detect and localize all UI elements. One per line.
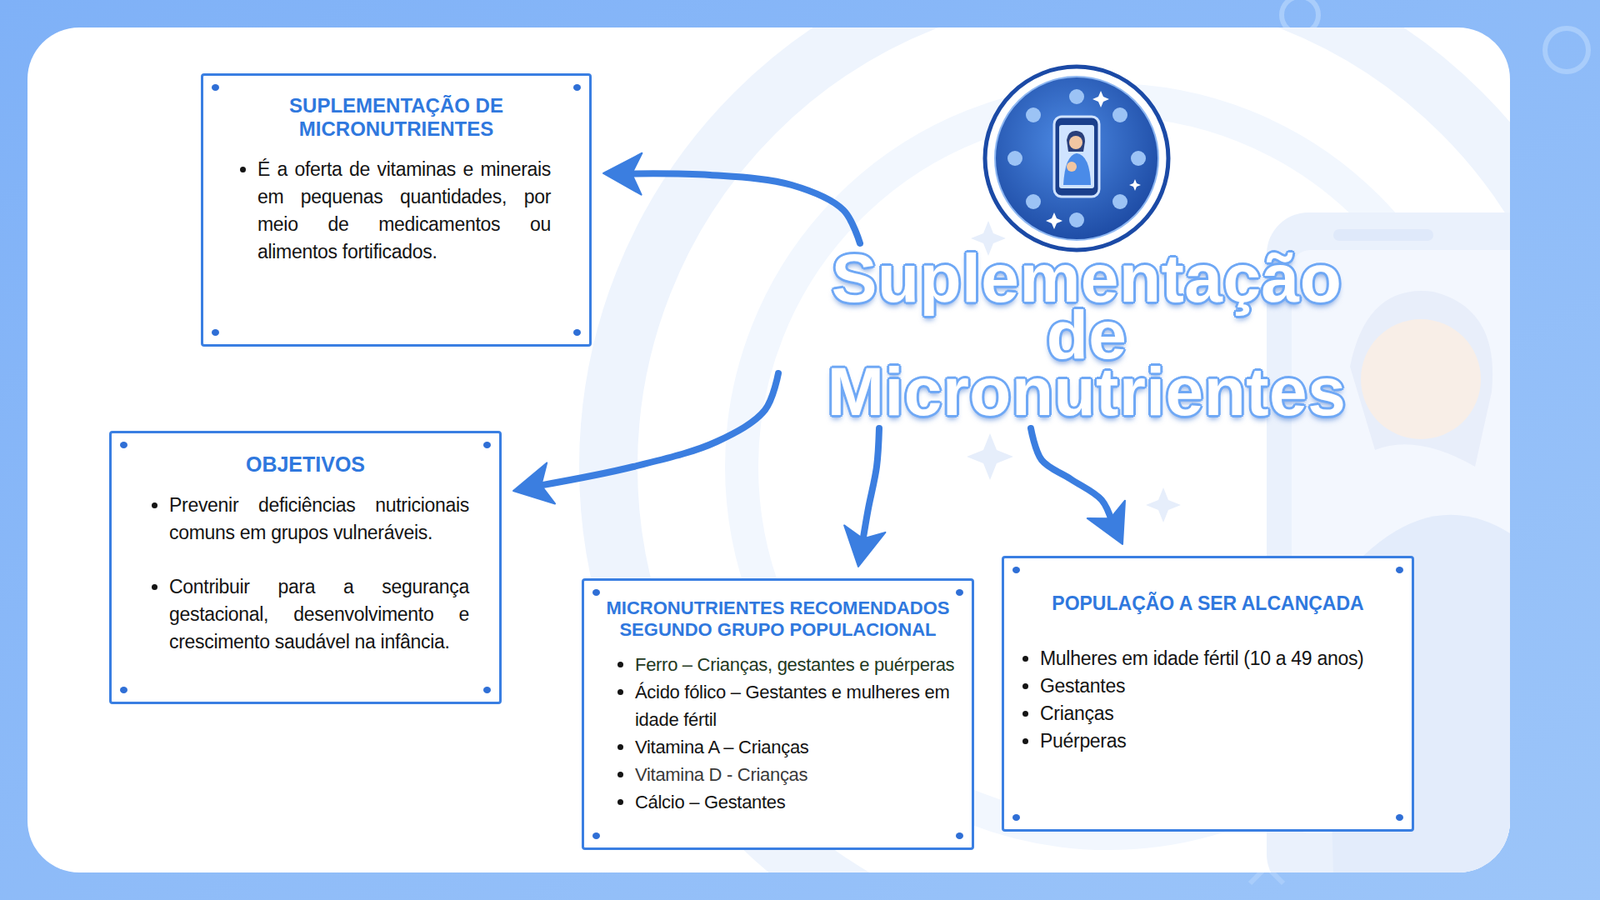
logo-icons [1007,89,1146,228]
bullet-item: Prevenir deficiências nutricionais comun… [169,491,470,547]
arrow-head [603,153,642,195]
corner-dot [573,329,581,336]
corner-dot [483,441,491,449]
central-title: Suplementação de Micronutrientes [820,250,1354,420]
corner-dot [120,441,128,449]
faded-ring [608,27,1510,873]
connector-line [537,373,779,486]
bullet-item: Contribuir para a segurança gestacional,… [169,573,470,656]
logo-icon [1025,194,1041,210]
arrow-connector [603,153,860,244]
bullet-item: Ácido fólico – Gestantes e mulheres em i… [635,678,962,734]
logo-icon [1069,89,1085,105]
logo-icon [1025,107,1041,123]
corner-dot [120,686,128,694]
corner-dot [592,589,600,596]
box-heading: MICRONUTRIENTES RECOMENDADOS SEGUNDO GRU… [584,597,972,641]
corner-dot [483,686,491,694]
logo-body [1063,153,1091,185]
logo-edge [995,76,1159,240]
logo-hair [1066,130,1085,152]
bullet-item: Vitamina D - Crianças [635,760,962,789]
corner-dot [211,84,220,91]
logo-icon [1007,150,1023,166]
corner-dot [1395,566,1404,574]
box-heading: SUPLEMENTAÇÃO DE MICRONUTRIENTES [203,94,590,141]
bullet-item: Gestantes [1040,672,1404,700]
bullet-item: É a oferta de vitaminas e minerais em pe… [257,155,551,266]
logo-phone-screen [1059,125,1095,189]
logo-phone [1054,116,1100,197]
corner-dot [1395,814,1404,821]
bullet-item: Mulheres em idade fértil (10 a 49 anos) [1040,645,1404,673]
logo-star [1045,212,1063,230]
bullet-item: Puérperas [1040,727,1404,755]
logo-icon [1112,194,1128,210]
bullet-item: Vitamina A – Crianças [635,733,962,761]
corner-dot [1012,566,1020,574]
arrow-connector [844,428,885,567]
info-box: SUPLEMENTAÇÃO DE MICRONUTRIENTES É a ofer… [200,73,592,347]
arrow-head [844,525,885,567]
logo-star [1092,90,1110,108]
bullet-item: Crianças [1040,700,1404,728]
logo-stars [1045,90,1141,230]
logo-star [1129,179,1141,191]
faded-illustration [608,27,1510,873]
arrow-head [513,462,555,504]
logo-icon [1130,150,1146,166]
corner-dot [955,832,964,840]
bullet-item: Ferro – Crianças, gestantes e puérperas [635,650,962,679]
arrow-connector [1030,428,1125,545]
faded-star [966,433,1014,480]
connector-line [628,173,860,244]
logo-baby [1066,161,1077,172]
faded-phone-speaker [1333,229,1434,241]
faded-hair [1350,290,1493,467]
faded-face [1360,319,1481,440]
logo-icon [1112,107,1128,123]
info-box: POPULAÇÃO A SER ALCANÇADA Mulheres em ida… [1001,555,1415,832]
frame-icon [1545,28,1589,72]
faded-star [1145,487,1181,523]
corner-dot [211,329,220,336]
logo-ring [985,66,1169,250]
logo [985,66,1169,250]
logo-icon [1069,212,1085,228]
corner-dot [955,589,964,596]
box-heading: OBJETIVOS [111,451,500,477]
box-heading: POPULAÇÃO A SER ALCANÇADA [1004,591,1412,615]
logo-disc [995,76,1159,240]
arrow-head [1087,500,1125,545]
corner-dot [1012,814,1020,821]
title-text: Suplementação de Micronutrientes [820,250,1354,420]
bullet-item: Cálcio – Gestantes [635,788,962,816]
logo-face [1069,135,1083,150]
connector-line [862,428,880,542]
connector-line [1030,428,1112,522]
corner-dot [573,84,581,91]
arrow-connector [513,373,779,504]
corner-dot [592,832,600,840]
info-box: MICRONUTRIENTES RECOMENDADOS SEGUNDO GRU… [581,578,975,850]
info-box: OBJETIVOS Prevenir deficiências nutricion… [109,430,502,705]
